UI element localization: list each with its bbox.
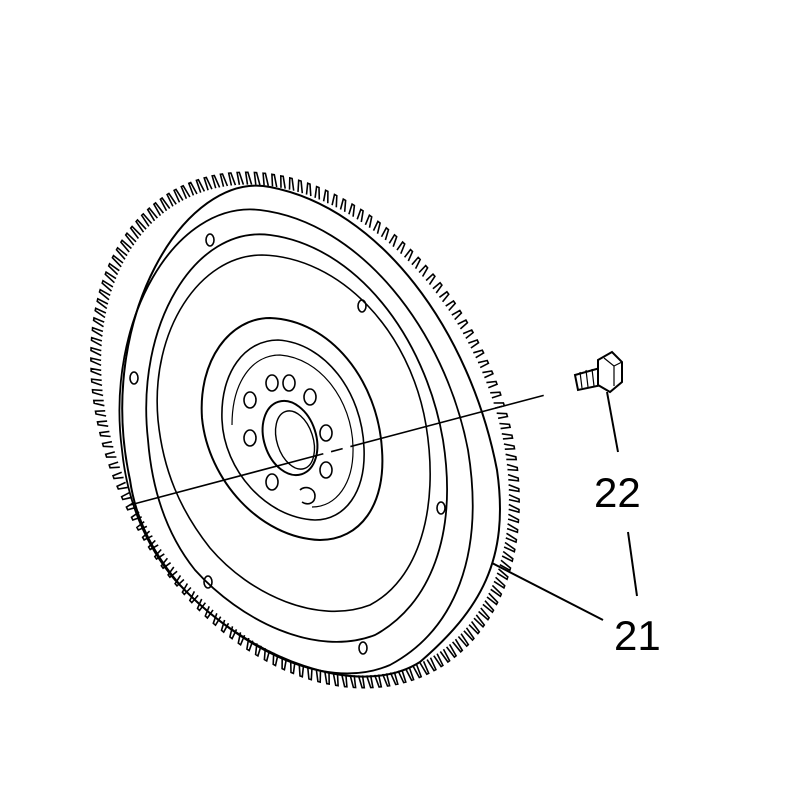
- leader-22-line: [606, 391, 619, 453]
- hub-inner: [221, 339, 365, 521]
- bolt: [573, 350, 623, 394]
- crank-bolt-holes: [243, 374, 333, 491]
- callout-21: 21: [614, 612, 661, 659]
- hub-inner-edge: [231, 354, 354, 508]
- flywheel-inner-face: [145, 233, 448, 643]
- leader-21-line: [491, 562, 604, 621]
- centerline: [129, 394, 546, 506]
- ring-gear-teeth: [90, 171, 520, 689]
- flywheel: [90, 171, 546, 689]
- hub-outer: [200, 316, 384, 542]
- ring-gear-tooth-profile: [90, 171, 520, 689]
- dowel-pin: [299, 486, 316, 505]
- leader-lines: [491, 391, 638, 621]
- flywheel-recess: [156, 254, 431, 613]
- clutch-mount-holes: [129, 233, 446, 655]
- flywheel-face-rim: [118, 208, 474, 675]
- leader-21-line-upper: [627, 531, 638, 597]
- center-bore-inner: [274, 410, 316, 470]
- callout-22: 22: [594, 469, 641, 516]
- center-bore: [261, 399, 319, 477]
